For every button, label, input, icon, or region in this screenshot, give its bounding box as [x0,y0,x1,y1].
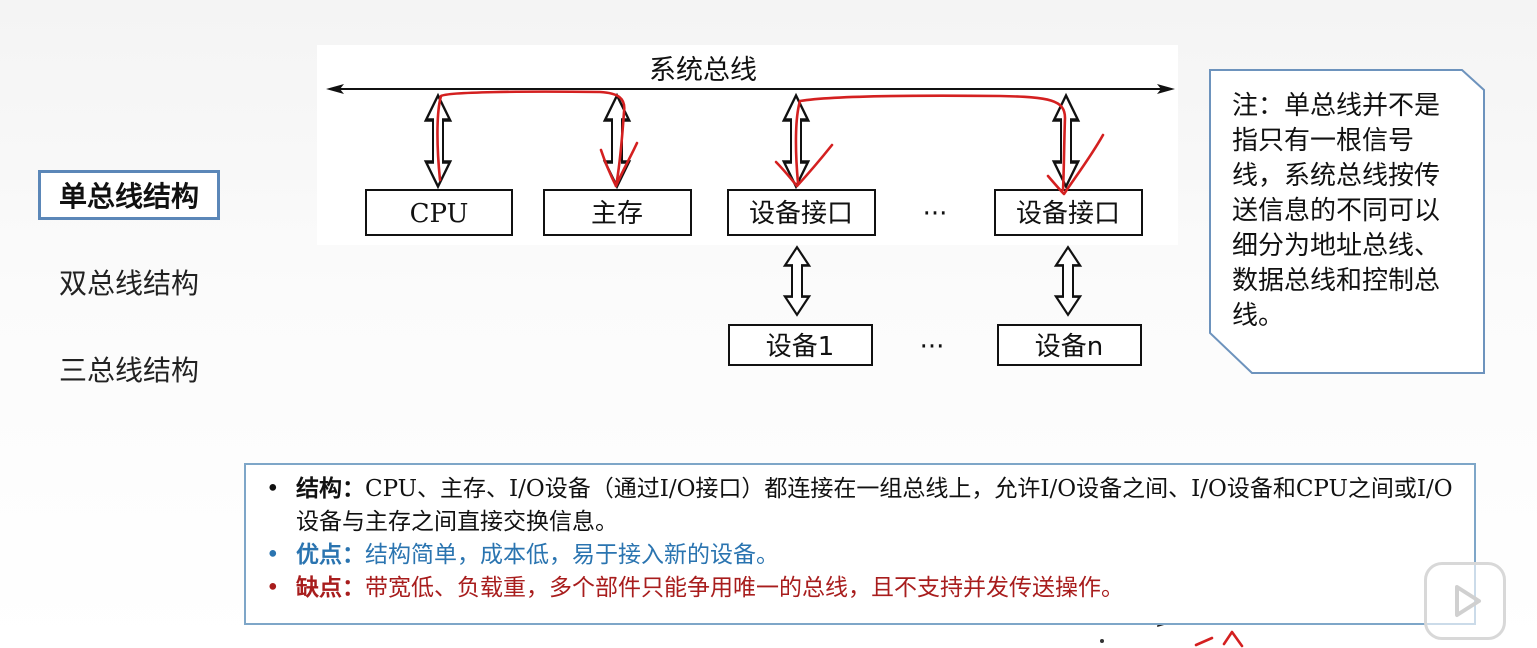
structure-text: CPU、主存、I/O设备（通过I/O接口）都连接在一组总线上，允许I/O设备之间… [296,476,1453,535]
structure-term: 结构： [296,476,365,502]
advantage-term: 优点： [296,542,365,568]
device-1-box [728,324,873,366]
nav-item-label: 双总线结构 [58,267,199,300]
advantage-text: 结构简单，成本低，易于接入新的设备。 [365,542,779,568]
device-n-box [997,324,1142,366]
device-interface-box [727,189,876,236]
list-item-advantage: • 优点：结构简单，成本低，易于接入新的设备。 [258,539,1454,572]
bullet: • [266,476,280,502]
cpu-label: CPU [410,199,469,229]
nav-item-triple-bus[interactable]: 三总线结构 [38,344,220,394]
memory-label: 主存 [591,199,643,229]
cpu-box [365,189,513,236]
list-item-structure: • 结构：CPU、主存、I/O设备（通过I/O接口）都连接在一组总线上，允许I/… [258,473,1454,539]
device-n-label: 设备n [1035,332,1103,362]
bus-label: 系统总线 [649,55,757,86]
disadvantage-term: 缺点： [296,575,365,601]
device-interface-n-box [994,189,1143,236]
disadvantage-text: 带宽低、负载重，多个部件只能争用唯一的总线，且不支持并发传送操作。 [365,575,1124,601]
ellipsis-top: ··· [923,199,948,229]
system-bus-line [326,84,1175,94]
play-button[interactable] [1424,562,1506,640]
nav-item-label: 单总线结构 [58,180,199,213]
play-icon [1455,585,1481,617]
ellipsis-bottom: ··· [920,332,945,362]
device-1-label: 设备1 [766,332,835,362]
memory-box [543,189,692,236]
nav-item-single-bus[interactable]: 单总线结构 [38,170,220,220]
list-item-disadvantage: • 缺点：带宽低、负载重，多个部件只能争用唯一的总线，且不支持并发传送操作。 [258,572,1454,605]
bullet: • [266,575,280,601]
note-text: 注：单总线并不是指只有一根信号线，系统总线按传送信息的不同可以细分为地址总线、数… [1232,91,1441,331]
annotation-dot [1100,639,1104,643]
info-box: • 结构：CPU、主存、I/O设备（通过I/O接口）都连接在一组总线上，允许I/… [244,463,1476,625]
nav-item-dual-bus[interactable]: 双总线结构 [38,257,220,307]
device-interface-label: 设备接口 [749,199,853,229]
nav-item-label: 三总线结构 [58,354,199,387]
device-interface-n-label: 设备接口 [1016,199,1120,229]
bullet: • [266,542,280,568]
